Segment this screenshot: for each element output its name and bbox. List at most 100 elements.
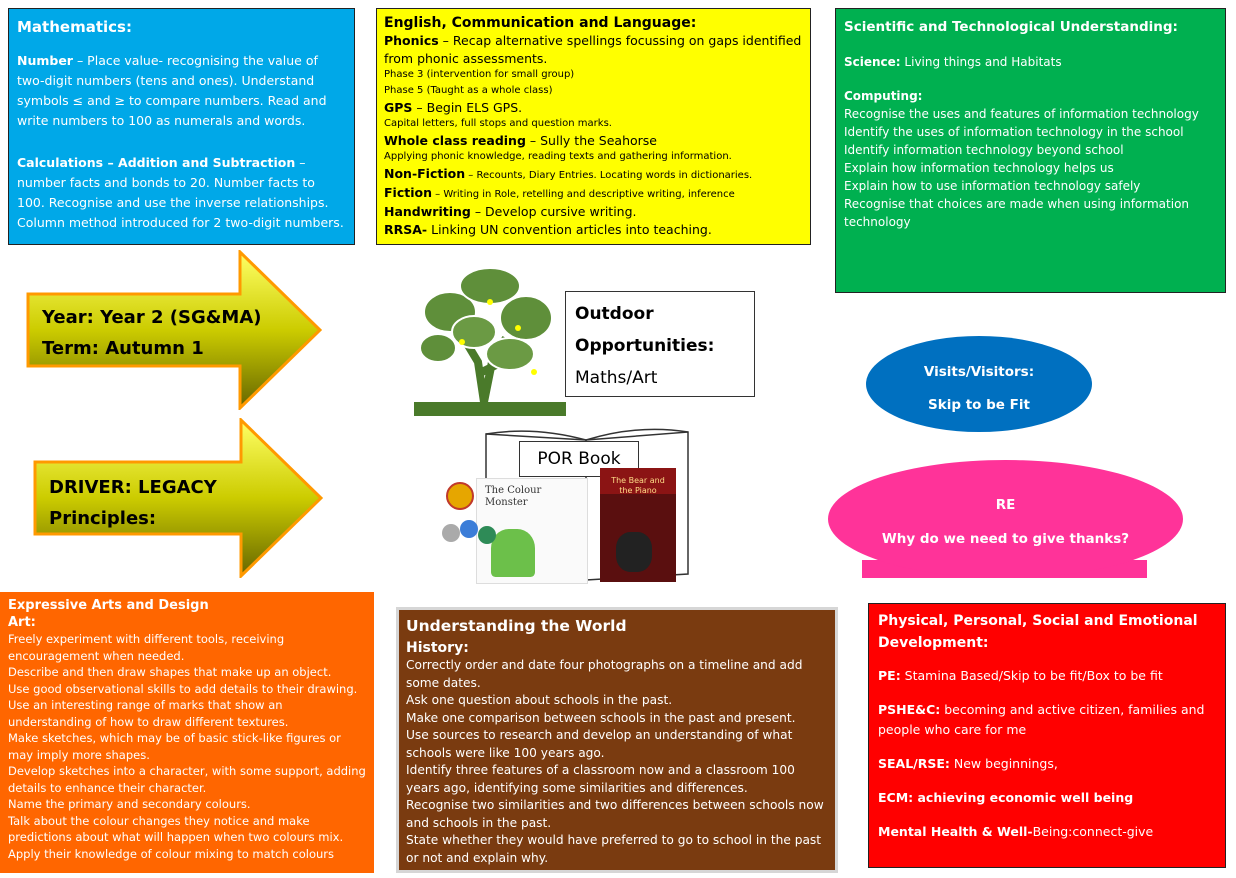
year-arrow: [26, 250, 322, 410]
reading-line: Whole class reading – Sully the Seahorse: [384, 132, 803, 149]
driver-arrow: [33, 418, 323, 578]
monster-illustration: [491, 529, 535, 577]
fiction-line: Fiction – Writing in Role, retelling and…: [384, 184, 803, 203]
number-paragraph: Number – Place value- recognising the va…: [17, 51, 346, 131]
gps-text: – Begin ELS GPS.: [412, 99, 523, 115]
bear-piano-cover: The Bear and the Piano: [600, 468, 676, 582]
handwriting-text: – Develop cursive writing.: [470, 204, 637, 220]
outdoor-title-line2: Opportunities:: [575, 336, 715, 356]
jar-icon: [446, 482, 474, 510]
computing-item: Identify the uses of information technol…: [844, 125, 1184, 139]
pshec-text: becoming and active citizen, families an…: [878, 702, 1205, 737]
visits-value: Skip to be Fit: [928, 397, 1030, 413]
art-item: Describe and then draw shapes that make …: [8, 665, 332, 679]
visits-ellipse: Visits/Visitors: Skip to be Fit: [866, 336, 1092, 432]
understanding-world-title: Understanding the World: [406, 617, 627, 635]
history-item: Use sources to research and develop an u…: [406, 728, 793, 760]
expressive-arts-panel: Expressive Arts and Design Art: Freely e…: [0, 592, 374, 873]
nonfiction-label: Non-Fiction: [384, 166, 466, 182]
art-label: Art:: [8, 614, 36, 630]
reading-label: Whole class reading: [384, 133, 526, 149]
science-label: Science:: [844, 55, 901, 69]
computing-item: Recognise the uses and features of infor…: [844, 107, 1199, 121]
gps-label: GPS: [384, 99, 413, 115]
year-label: Year: Year 2 (SG&MA): [42, 307, 262, 328]
art-item: Freely experiment with different tools, …: [8, 632, 285, 663]
gps-note: Capital letters, full stops and question…: [384, 118, 612, 130]
mental-health-text: Being:connect-give: [1032, 824, 1154, 839]
reading-note: Applying phonic knowledge, reading texts…: [384, 151, 732, 163]
handwriting-label: Handwriting: [384, 204, 471, 220]
tree-icon: [414, 267, 566, 416]
pe-label: PE:: [878, 668, 901, 683]
outdoor-title-line1: Outdoor: [575, 304, 654, 324]
english-title: English, Communication and Language:: [384, 15, 697, 31]
computing-label: Computing:: [844, 89, 923, 103]
expressive-arts-title: Expressive Arts and Design: [8, 598, 209, 613]
history-item: Identify three features of a classroom n…: [406, 763, 795, 795]
visits-title: Visits/Visitors:: [923, 364, 1035, 380]
seal-label: SEAL/RSE:: [878, 756, 950, 771]
phase3-note: Phase 3 (intervention for small group): [384, 68, 575, 80]
fiction-text: – Writing in Role, retelling and descrip…: [431, 189, 735, 201]
principles-label: Principles:: [49, 508, 157, 529]
phonics-label: Phonics: [384, 33, 439, 49]
pshe-panel: Physical, Personal, Social and Emotional…: [868, 603, 1226, 868]
history-item: Make one comparison between schools in t…: [406, 710, 796, 725]
handwriting-line: Handwriting – Develop cursive writing.: [384, 203, 803, 220]
colour-jars-icon: [442, 520, 502, 548]
science-panel: Scientific and Technological Understandi…: [835, 8, 1226, 293]
phonics-text: – Recap alternative spellings focussing …: [384, 33, 802, 66]
ecm-line: ECM: achieving economic well being: [878, 788, 1216, 808]
pe-text: Stamina Based/Skip to be fit/Box to be f…: [900, 668, 1163, 683]
bear-illustration: [616, 532, 652, 572]
history-item: Correctly order and date four photograph…: [406, 658, 803, 690]
pshec-line: PSHE&C: becoming and active citizen, fam…: [878, 700, 1216, 740]
outdoor-panel: Outdoor Opportunities: Maths/Art: [565, 291, 755, 397]
nonfiction-text: – Recounts, Diary Entries. Locating word…: [465, 170, 753, 182]
seal-text: New beginnings,: [949, 756, 1058, 771]
phonics-line: Phonics – Recap alternative spellings fo…: [384, 32, 803, 67]
history-item: Recognise two similarities and two diffe…: [406, 798, 824, 830]
rrsa-text: Linking UN convention articles into teac…: [427, 221, 712, 237]
re-title: RE: [995, 497, 1016, 513]
ecm-label: ECM: achieving economic well being: [878, 790, 1134, 805]
rrsa-line: RRSA- Linking UN convention articles int…: [384, 221, 803, 238]
computing-item: Explain how information technology helps…: [844, 161, 1114, 175]
term-label: Term: Autumn 1: [42, 338, 204, 359]
english-panel: English, Communication and Language: Pho…: [376, 8, 811, 245]
bear-piano-title: The Bear and the Piano: [611, 476, 665, 495]
outdoor-value: Maths/Art: [575, 368, 658, 388]
nonfiction-line: Non-Fiction – Recounts, Diary Entries. L…: [384, 165, 803, 184]
history-item: Ask one question about schools in the pa…: [406, 693, 673, 707]
calculations-label: Calculations – Addition and Subtraction: [17, 155, 296, 170]
understanding-world-panel: Understanding the World History: Correct…: [396, 607, 838, 873]
number-label: Number: [17, 53, 73, 68]
art-item: Make sketches, which may be of basic sti…: [8, 731, 341, 762]
seal-line: SEAL/RSE: New beginnings,: [878, 754, 1216, 774]
gps-line: GPS – Begin ELS GPS.: [384, 99, 803, 116]
mental-health-line: Mental Health & Well-Being:connect-give: [878, 822, 1216, 842]
science-title: Scientific and Technological Understandi…: [844, 19, 1178, 35]
science-text: Living things and Habitats: [900, 55, 1062, 69]
re-question: Why do we need to give thanks?: [881, 531, 1130, 547]
number-text: – Place value- recognising the value of …: [17, 53, 327, 128]
re-ellipse: RE Why do we need to give thanks?: [828, 460, 1183, 578]
mathematics-panel: Mathematics: Number – Place value- recog…: [8, 8, 355, 245]
mathematics-title: Mathematics:: [17, 18, 132, 36]
computing-item: Recognise that choices are made when usi…: [844, 197, 1190, 229]
rrsa-label: RRSA-: [384, 221, 428, 237]
art-item: Use an interesting range of marks that s…: [8, 698, 289, 729]
science-line: Science: Living things and Habitats: [844, 53, 1217, 71]
driver-arrow-text: DRIVER: LEGACY Principles:: [49, 472, 217, 534]
pshe-title: Physical, Personal, Social and Emotional…: [878, 613, 1198, 651]
reading-text: – Sully the Seahorse: [525, 133, 657, 149]
fiction-label: Fiction: [384, 185, 432, 201]
art-item: Use good observational skills to add det…: [8, 681, 358, 696]
calculations-paragraph: Calculations – Addition and Subtraction …: [17, 153, 346, 233]
mental-health-label: Mental Health & Well-: [878, 824, 1033, 839]
calculations-text: – number facts and bonds to 20. Number f…: [17, 155, 344, 230]
pe-line: PE: Stamina Based/Skip to be fit/Box to …: [878, 666, 1216, 686]
pshec-label: PSHE&C:: [878, 702, 941, 717]
art-item: Apply their knowledge of colour mixing t…: [8, 846, 335, 861]
